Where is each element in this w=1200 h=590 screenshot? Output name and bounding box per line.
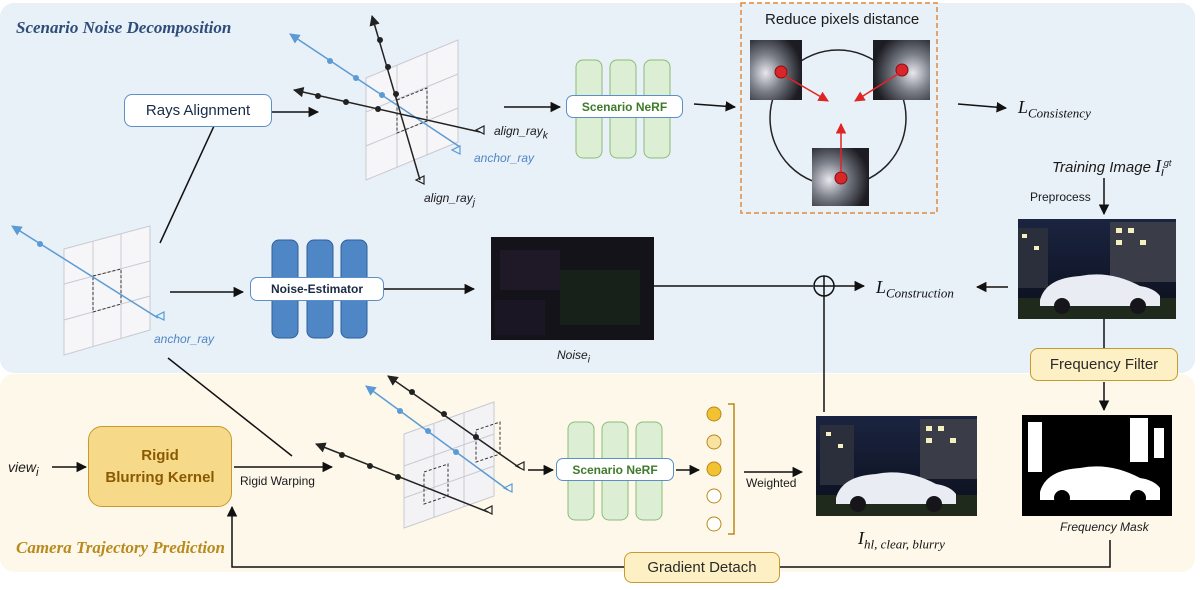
anchor-grid	[63, 225, 151, 356]
frequency-mask-image	[1022, 415, 1172, 516]
weight-dots	[706, 403, 735, 535]
loss-consistency: LConsistency	[1018, 97, 1091, 121]
reduce-pixels-box	[740, 2, 938, 214]
scenario-nerf-top-label: Scenario NeRF	[566, 95, 683, 118]
align-ray-j-line	[369, 14, 421, 181]
noise-estimator-label: Noise-Estimator	[250, 277, 384, 301]
anchor-ray-line	[289, 33, 461, 148]
loss-construction: LConstruction	[876, 277, 954, 301]
align-ray-k-line	[292, 86, 481, 133]
section-title-trajectory: Camera Trajectory Prediction	[16, 538, 226, 557]
connectors	[52, 101, 1111, 568]
output-image-label: Ihl, clear, blurry	[858, 528, 945, 552]
align-ray-k-label: align_rayk	[494, 124, 548, 142]
section-title-noise: Scenario Noise Decomposition	[16, 18, 232, 37]
gradient-detach-box: Gradient Detach	[624, 552, 780, 583]
view-label: viewi	[8, 459, 39, 479]
output-image	[816, 416, 977, 516]
anchor-ray-mid-label: anchor_ray	[154, 332, 215, 346]
anchor-ray-top-label: anchor_ray	[474, 151, 535, 165]
reduce-pixels-label: Reduce pixels distance	[765, 11, 920, 28]
rigid-warping-label: Rigid Warping	[240, 474, 315, 488]
frequency-mask-label: Frequency Mask	[1060, 520, 1149, 534]
scenario-nerf-bottom-label: Scenario NeRF	[556, 458, 674, 481]
rigid-kernel-line1: Rigid	[141, 446, 179, 464]
training-image-label: Training Image Iigt	[1052, 156, 1172, 179]
align-ray-j-label: align_rayj	[424, 191, 475, 209]
rigid-kernel-line2: Blurring Kernel	[105, 468, 215, 486]
rigid-blurring-kernel-box: Rigid Blurring Kernel	[88, 426, 232, 507]
weighted-label: Weighted	[746, 476, 797, 490]
rays-alignment-box: Rays Alignment	[124, 94, 272, 127]
noise-label: Noisei	[557, 348, 590, 366]
frequency-filter-box: Frequency Filter	[1030, 348, 1178, 381]
preprocess-label: Preprocess	[1030, 190, 1091, 204]
training-image	[1018, 219, 1176, 319]
